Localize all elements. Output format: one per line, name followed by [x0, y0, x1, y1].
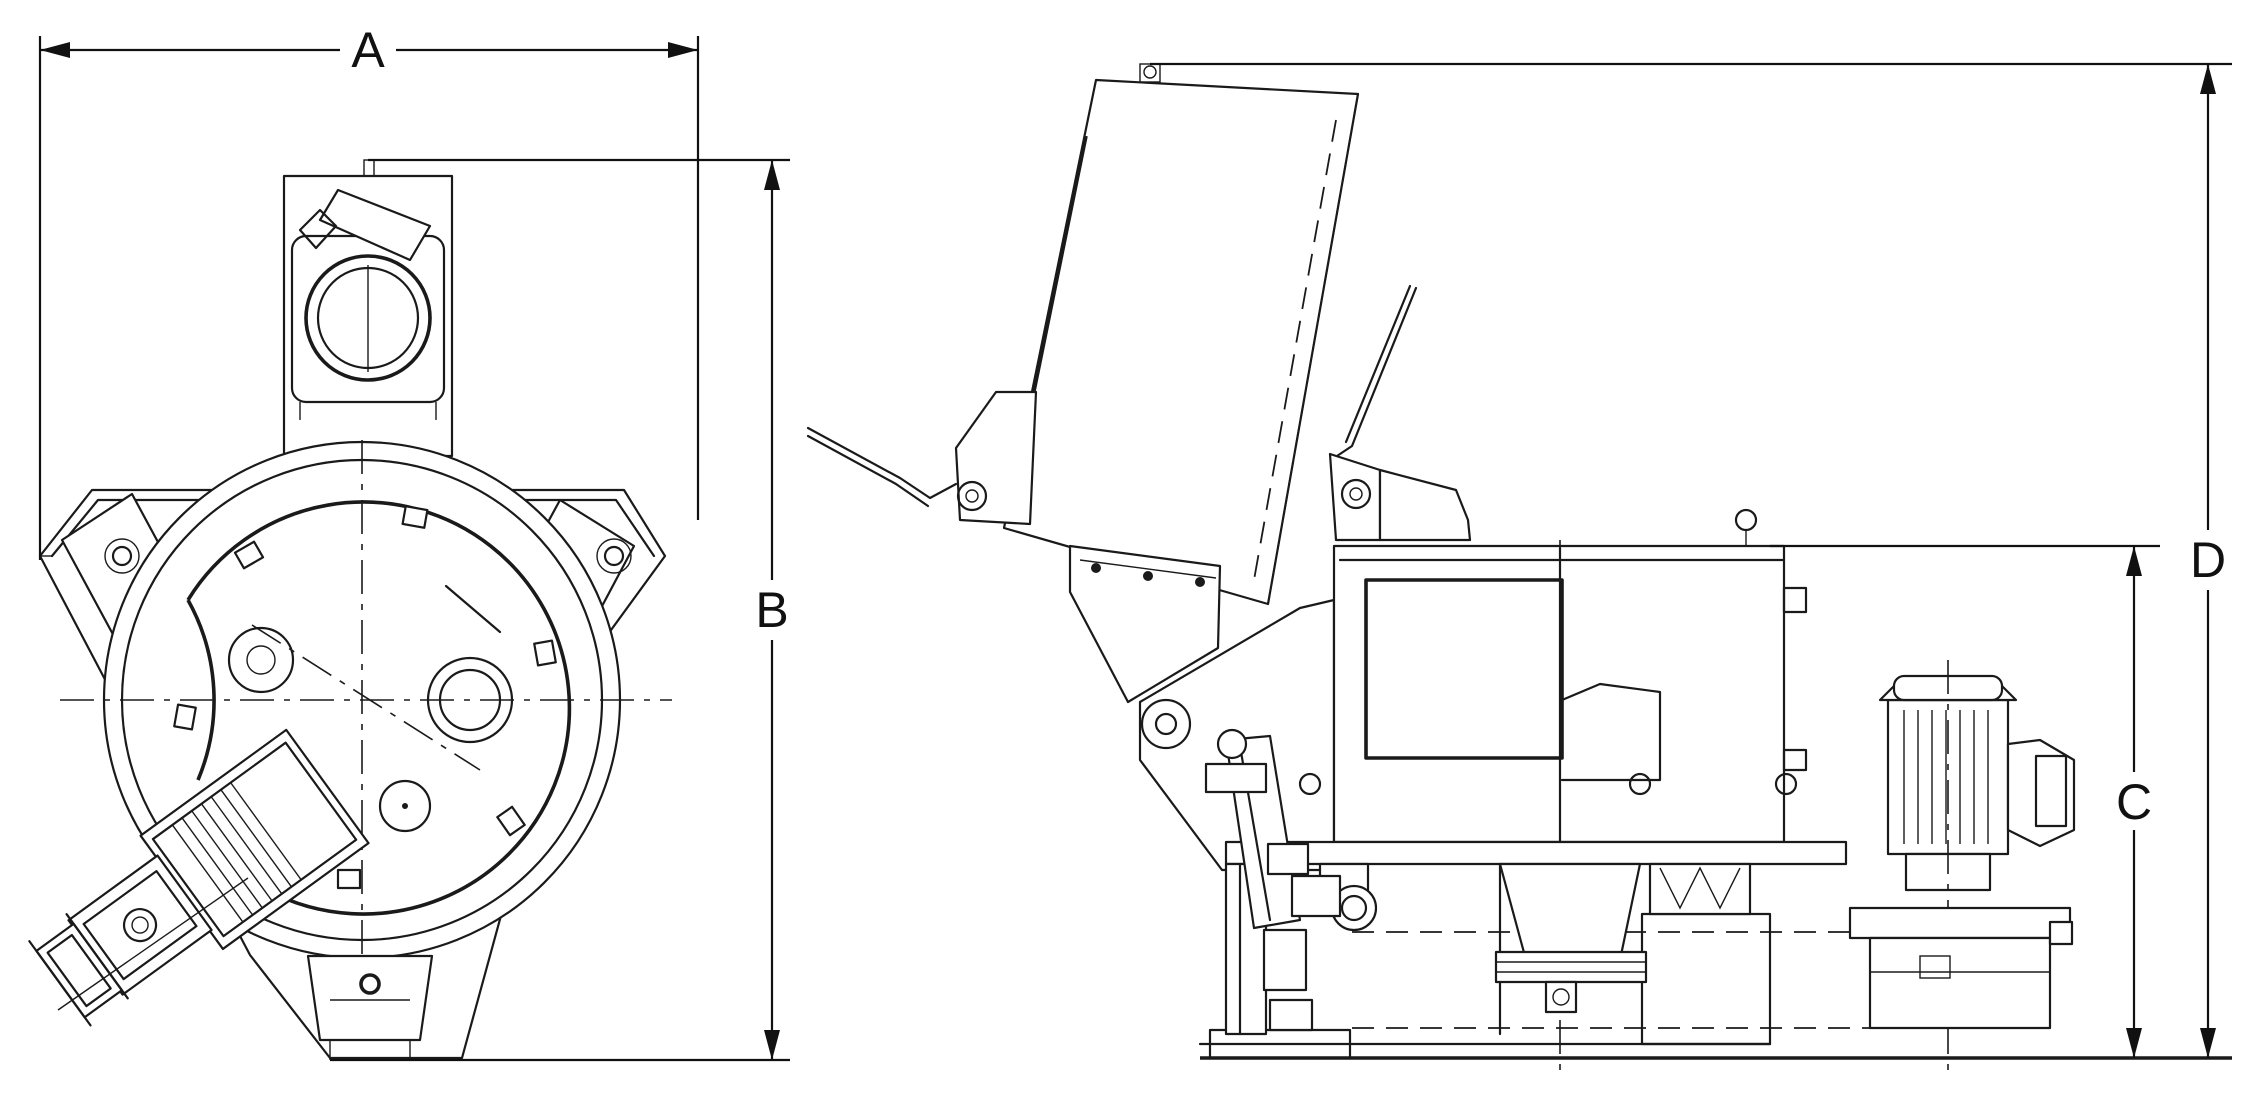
dimension-a: A [38, 22, 700, 560]
dimension-d: D [1150, 62, 2232, 1058]
dimension-c: C [1770, 544, 2160, 1058]
bottom-pivot-block [306, 954, 434, 1060]
side-view: C D [806, 62, 2232, 1080]
dimension-label-b: B [755, 582, 788, 638]
dimension-b: B [330, 158, 790, 1062]
dimension-label-c: C [2116, 774, 2152, 830]
feed-chute [1068, 544, 1222, 704]
lid-arm-left [806, 390, 1038, 526]
drive-motor [1848, 660, 2076, 1080]
main-housing [1138, 508, 1808, 1076]
feed-box [282, 159, 454, 458]
drive-assembly [28, 728, 370, 1027]
lower-frame [1224, 840, 1848, 1036]
lid-arm-right [1328, 284, 1472, 542]
tilted-lid [1002, 63, 1360, 606]
dimension-label-a: A [351, 22, 385, 78]
top-view: A B [28, 22, 790, 1062]
dimension-label-d: D [2190, 532, 2226, 588]
lift-cylinder [1204, 728, 1342, 1032]
base-skid [1198, 912, 2232, 1060]
